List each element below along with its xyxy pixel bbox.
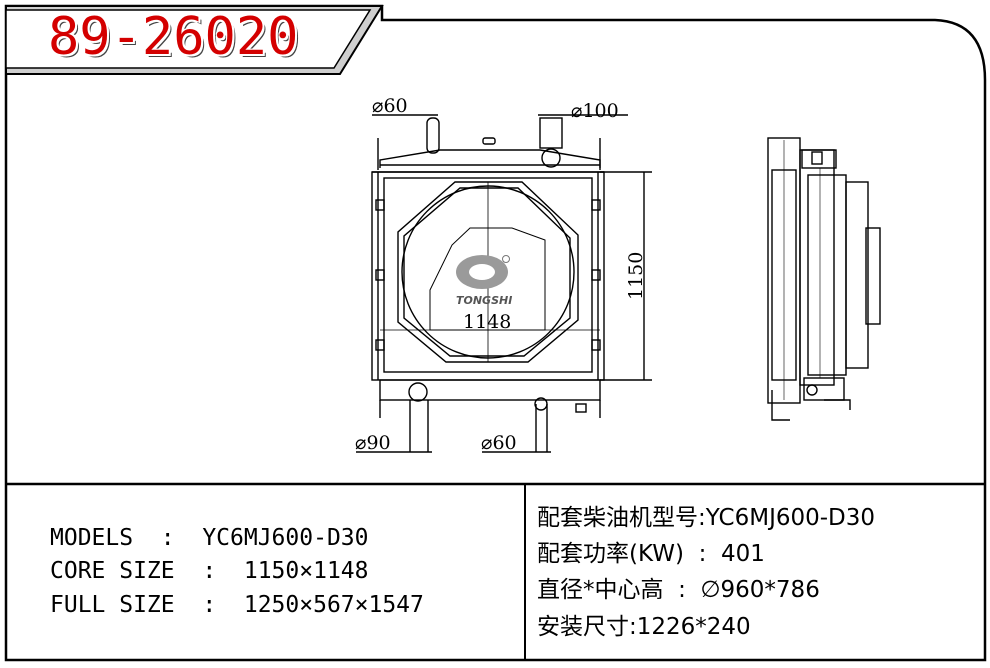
part-code-title: 89-26020 <box>48 7 299 67</box>
dim-core-width: 1148 <box>463 311 511 333</box>
dim-top-left-pipe: ⌀60 <box>372 95 408 117</box>
brand-logo: TONGSHI <box>456 255 512 307</box>
spec-diameter-center: 直径*中心高 : ∅960*786 <box>537 577 820 603</box>
dim-bottom-right-pipe: ⌀60 <box>481 432 517 454</box>
spec-install-size: 安装尺寸:1226*240 <box>537 614 751 640</box>
spec-power: 配套功率(KW) : 401 <box>537 541 765 567</box>
brand-text: TONGSHI <box>456 294 512 307</box>
dim-top-right-pipe: ⌀100 <box>571 100 619 122</box>
dim-core-height: 1150 <box>625 252 647 300</box>
spec-models: MODELS : YC6MJ600-D30 <box>50 525 369 551</box>
radiator-side-view <box>767 137 881 421</box>
radiator-front-view <box>356 114 652 453</box>
sheet-border <box>4 4 987 662</box>
spec-core-size: CORE SIZE : 1150×1148 <box>50 558 369 584</box>
dim-bottom-left-pipe: ⌀90 <box>355 432 391 454</box>
spec-engine-model: 配套柴油机型号:YC6MJ600-D30 <box>537 505 875 531</box>
spec-full-size: FULL SIZE : 1250×567×1547 <box>50 592 424 618</box>
title-tab-inner <box>5 9 372 69</box>
